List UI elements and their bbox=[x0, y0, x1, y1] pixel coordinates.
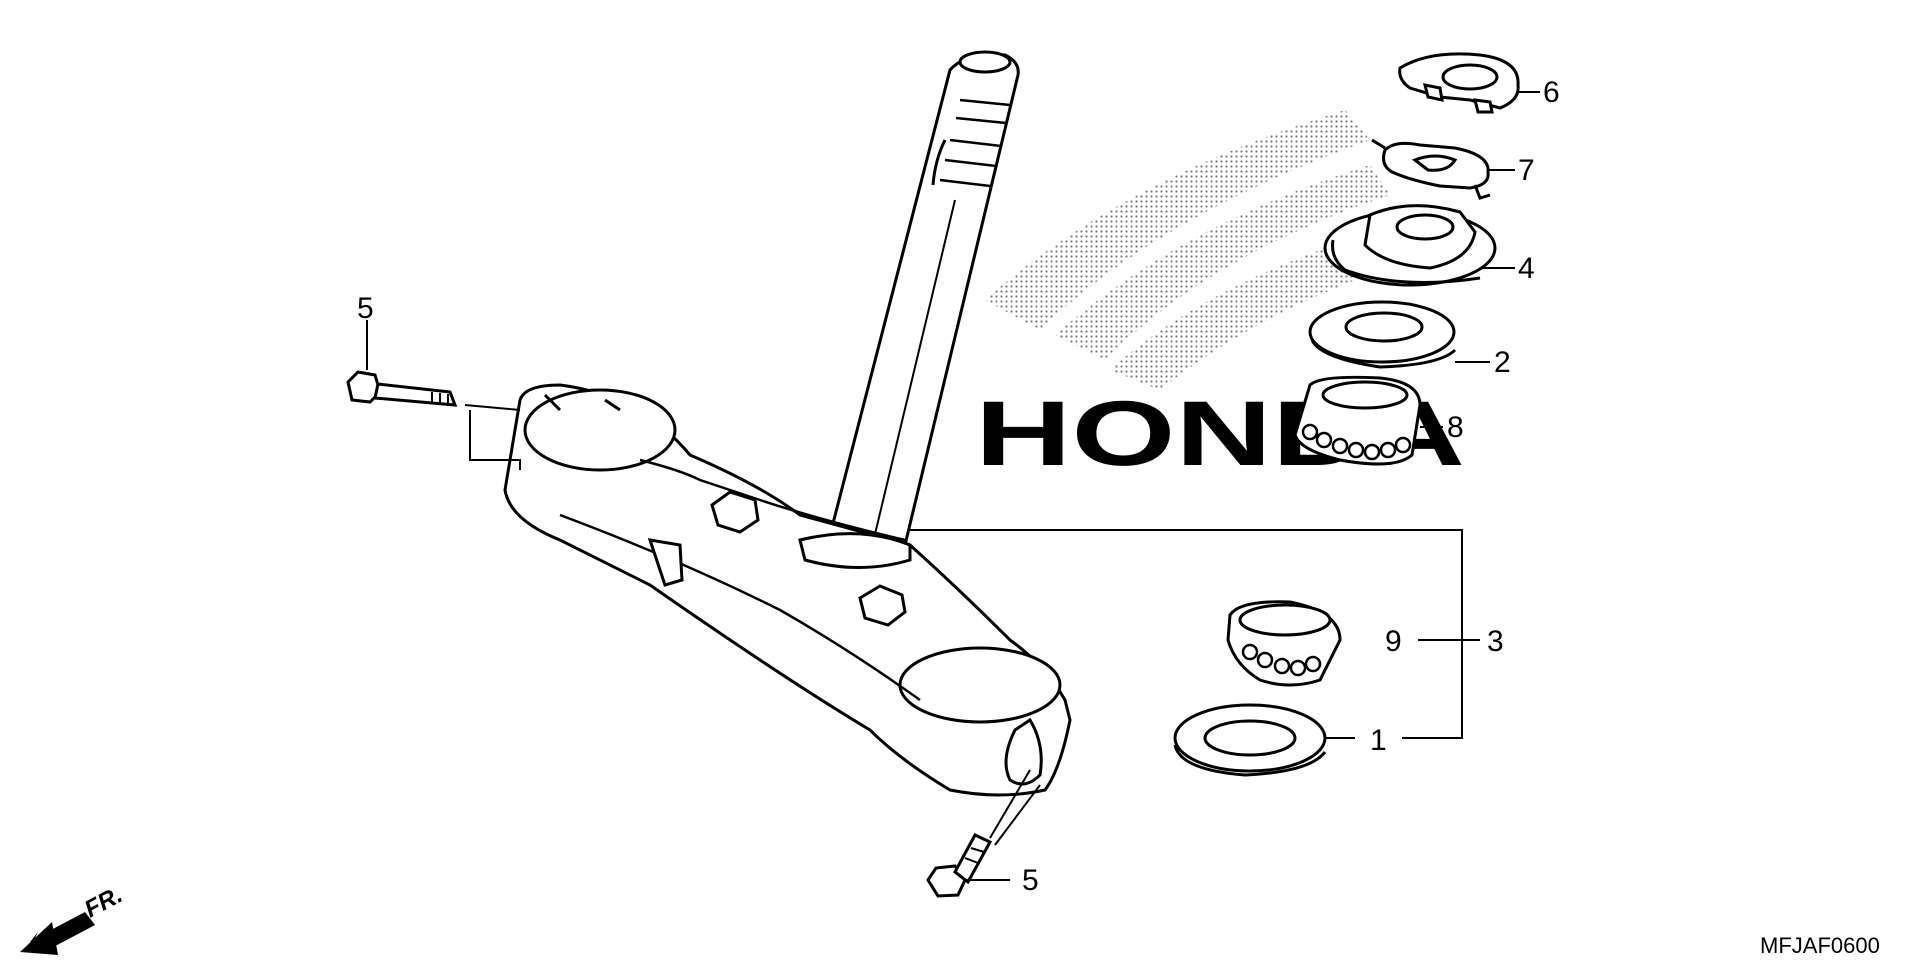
callout-6: 6 bbox=[1543, 76, 1560, 109]
lower-bearing bbox=[1226, 600, 1342, 687]
front-direction-indicator: FR. bbox=[20, 881, 127, 955]
drawing-code: MFJAF0600 bbox=[1760, 933, 1880, 958]
dust-seal bbox=[1308, 300, 1457, 369]
adjusting-nut bbox=[1323, 204, 1497, 287]
pinch-bolt-lower bbox=[926, 833, 993, 898]
bolt-upper-leader bbox=[366, 320, 521, 470]
lock-nut bbox=[1398, 52, 1520, 114]
front-arrow-icon bbox=[20, 912, 95, 955]
callout-5-upper: 5 bbox=[357, 292, 374, 325]
callout-8: 8 bbox=[1447, 411, 1464, 444]
lower-race bbox=[1173, 703, 1327, 777]
callout-4: 4 bbox=[1518, 252, 1535, 285]
lock-washer bbox=[1371, 138, 1491, 200]
callout-9: 9 bbox=[1385, 625, 1402, 658]
upper-bearing bbox=[1293, 375, 1422, 466]
callout-7: 7 bbox=[1518, 154, 1535, 187]
steering-stem bbox=[828, 50, 1020, 556]
callout-5-lower: 5 bbox=[1022, 864, 1039, 897]
callout-2: 2 bbox=[1494, 346, 1511, 379]
callout-leaders bbox=[910, 91, 1540, 739]
bolt-lower-leader bbox=[965, 769, 1041, 881]
steering-bridge bbox=[503, 383, 1072, 797]
pinch-bolt-upper bbox=[346, 370, 458, 407]
callout-1: 1 bbox=[1370, 724, 1387, 757]
callout-3: 3 bbox=[1487, 625, 1504, 658]
